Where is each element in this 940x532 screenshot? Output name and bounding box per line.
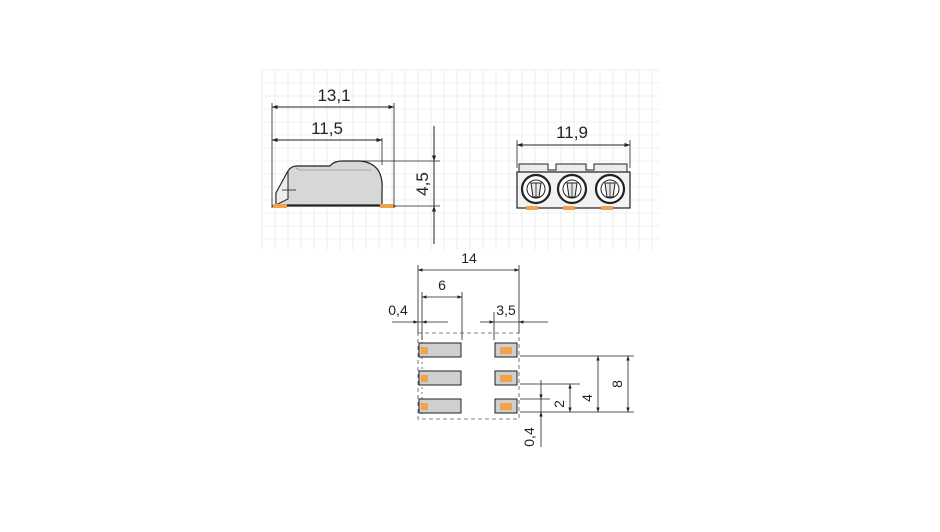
label-fp-pad-offset: 0,4: [388, 302, 408, 318]
side-view-front-face: [275, 170, 289, 206]
side-view: [271, 103, 440, 244]
side-view-body: [275, 160, 383, 206]
footprint-outline: [417, 332, 520, 420]
label-fp-pad-gap: 0,4: [521, 427, 537, 447]
footprint-pad-left: [418, 342, 462, 358]
contact-opening: [556, 173, 588, 205]
label-fp-pad-length: 6: [438, 277, 446, 293]
contact-opening: [594, 173, 626, 205]
side-view-pad-left: [273, 204, 287, 208]
label-side-overall: 13,1: [317, 86, 350, 105]
footprint-pad-left: [418, 370, 462, 386]
footprint-pad-right: [494, 398, 518, 414]
front-view-openings: [520, 173, 626, 205]
label-front-width: 11,9: [556, 123, 588, 142]
footprint-pad-right: [494, 370, 518, 386]
label-fp-right-pad: 3,5: [496, 302, 516, 318]
label-fp-overall: 14: [461, 250, 477, 266]
footprint-pads: [418, 342, 518, 414]
footprint-pad-right: [494, 342, 518, 358]
side-view-pad-right: [380, 204, 394, 208]
label-fp-pitch-total: 8: [609, 380, 625, 388]
label-fp-pitch-two: 4: [579, 394, 595, 402]
front-view-top: [518, 163, 628, 172]
label-side-body: 11,5: [311, 119, 343, 138]
label-side-height: 4,5: [413, 172, 432, 196]
label-fp-pitch: 2: [551, 400, 567, 408]
footprint-pad-left: [418, 398, 462, 414]
contact-opening: [520, 173, 552, 205]
